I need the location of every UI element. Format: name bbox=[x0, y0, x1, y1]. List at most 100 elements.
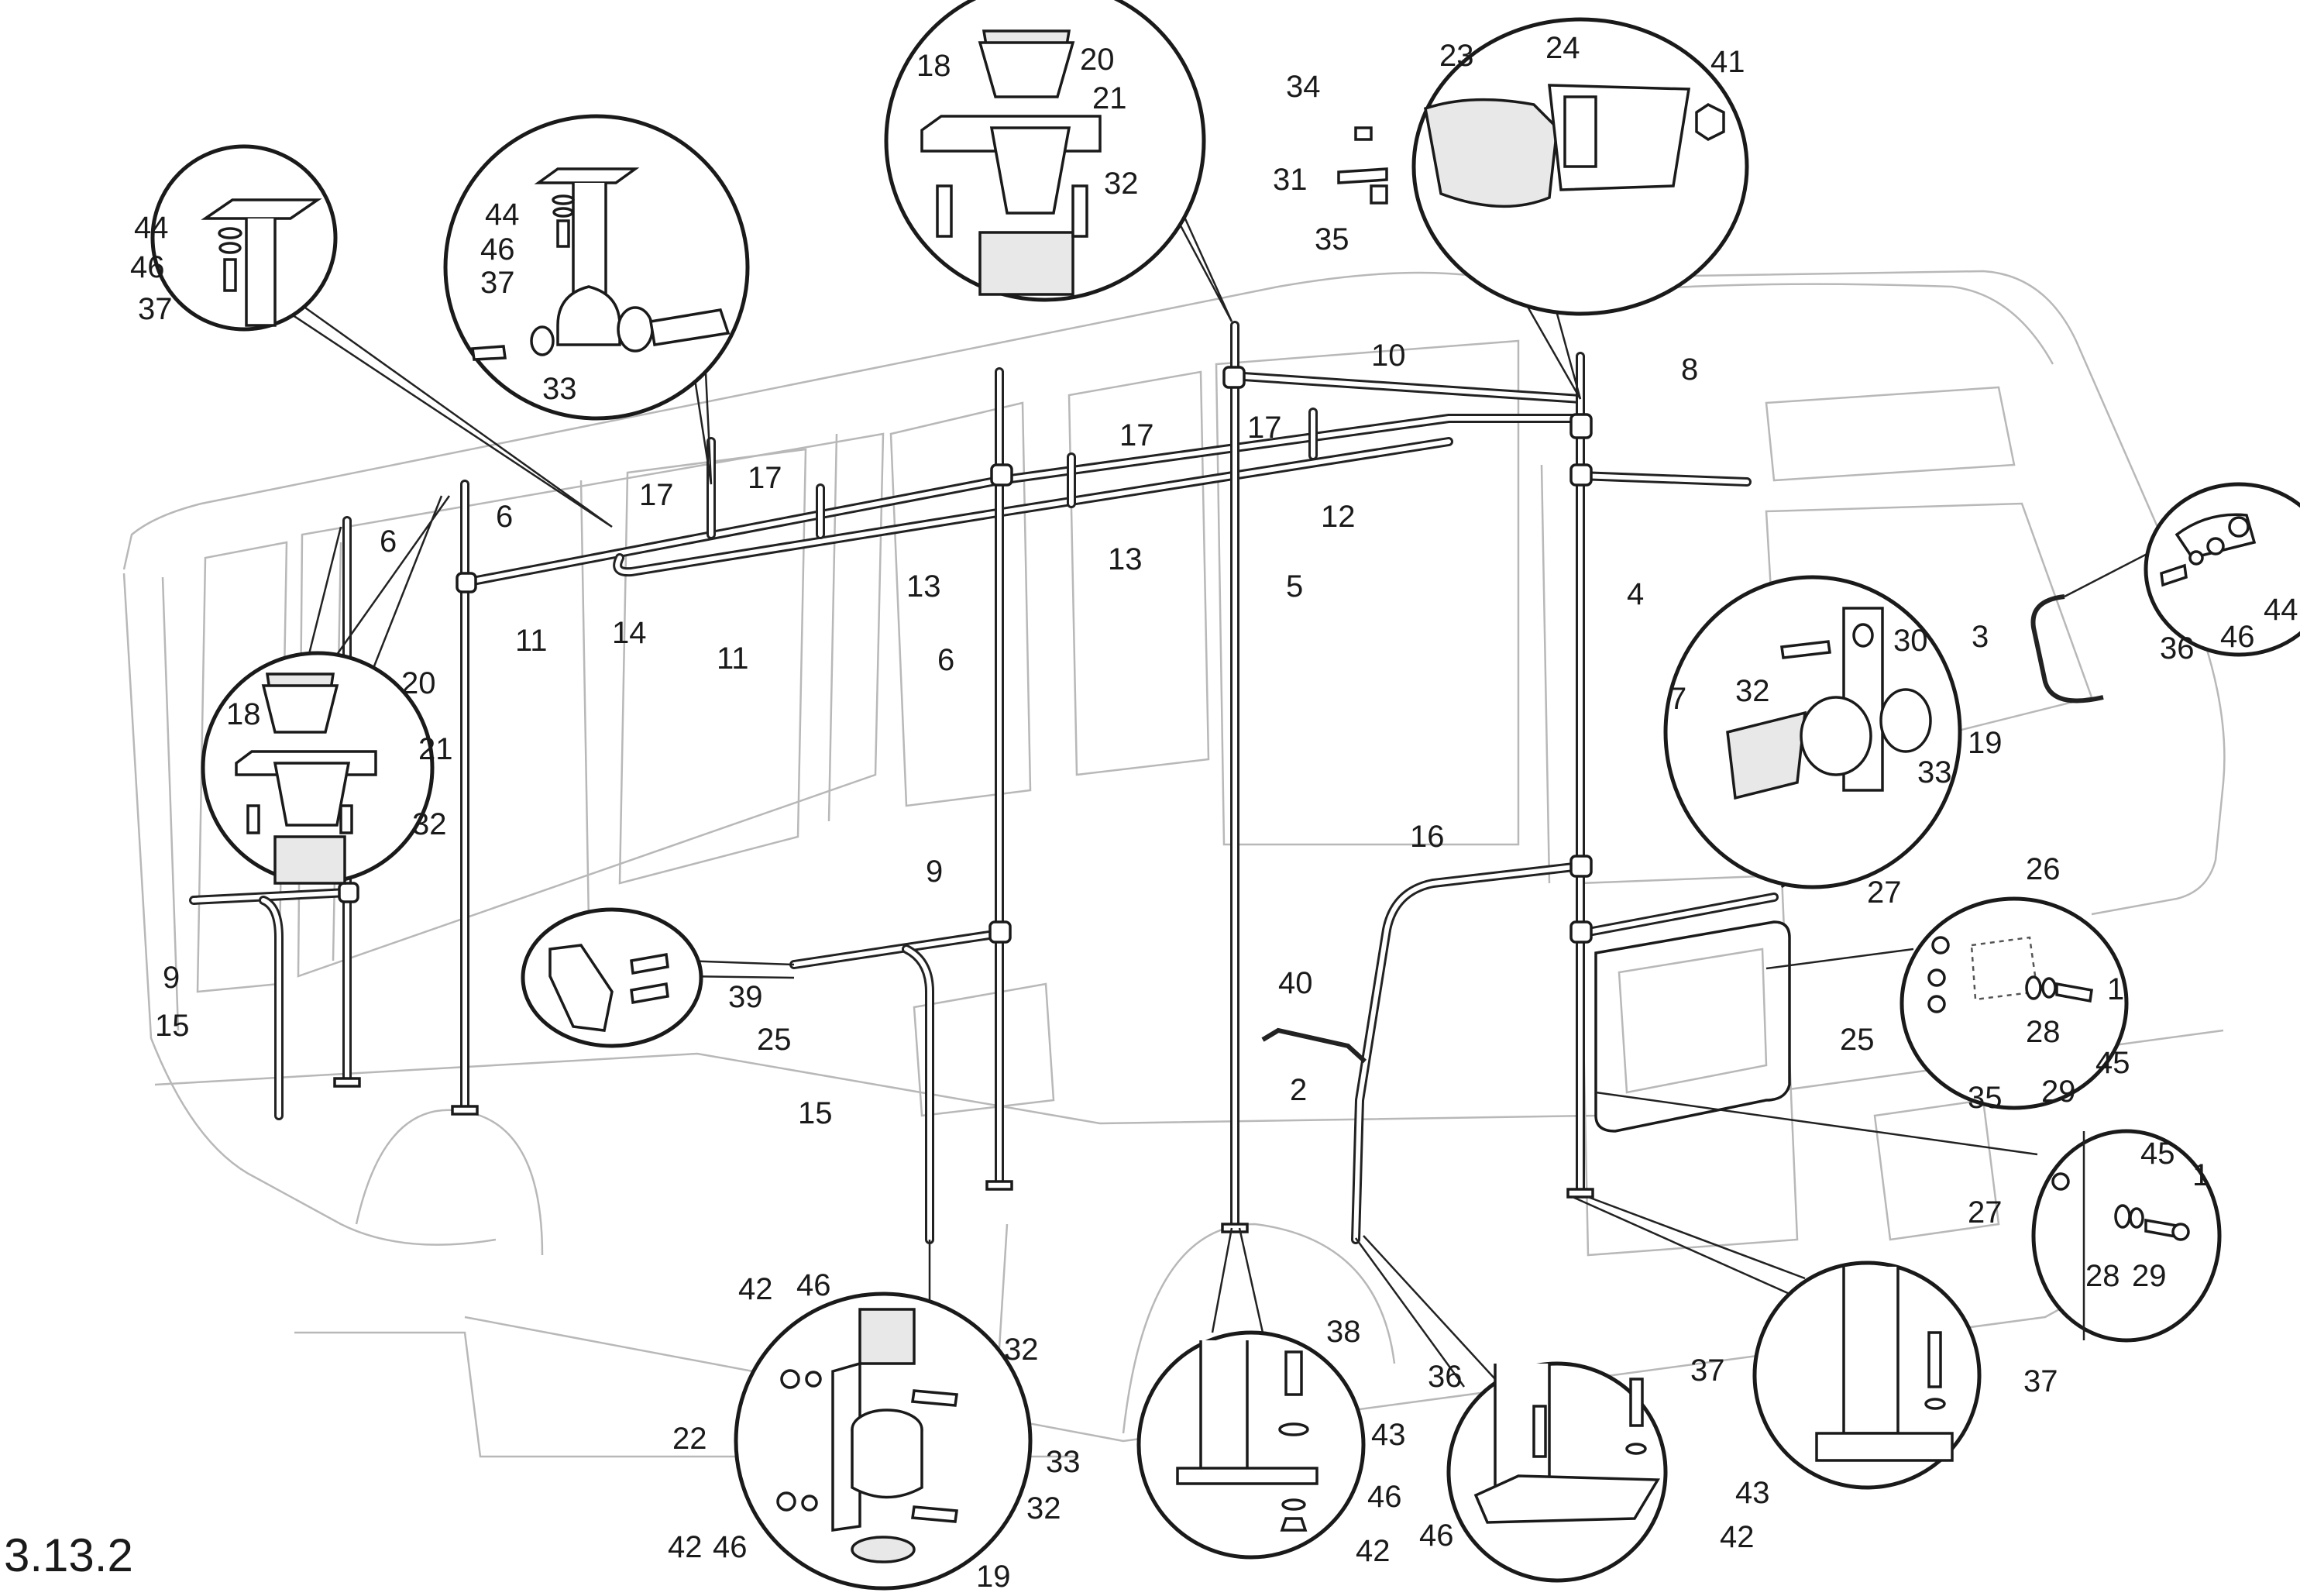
label-4: 4 bbox=[1627, 577, 1644, 611]
label-15: 15 bbox=[798, 1096, 833, 1130]
detail-bubble-floor-base-middle bbox=[1446, 1361, 1668, 1583]
label-34: 34 bbox=[1286, 70, 1321, 104]
label-21: 21 bbox=[418, 732, 453, 766]
label-46: 46 bbox=[713, 1530, 748, 1564]
label-17: 17 bbox=[748, 461, 782, 495]
detail-bubble-post-flange bbox=[150, 144, 338, 332]
label-36: 36 bbox=[1428, 1360, 1463, 1394]
label-23: 23 bbox=[1439, 39, 1474, 73]
label-42: 42 bbox=[1356, 1534, 1391, 1568]
label-40: 40 bbox=[1278, 966, 1313, 1000]
label-44: 44 bbox=[2264, 593, 2298, 627]
label-37: 37 bbox=[2023, 1364, 2058, 1398]
detail-bubble-floor-flange bbox=[201, 651, 435, 885]
label-1: 1 bbox=[2192, 1158, 2209, 1192]
label-35: 35 bbox=[1968, 1081, 2003, 1115]
label-18: 18 bbox=[226, 697, 261, 731]
label-17: 17 bbox=[1119, 418, 1154, 452]
label-41: 41 bbox=[1710, 45, 1745, 79]
label-19: 19 bbox=[976, 1560, 1011, 1594]
label-44: 44 bbox=[485, 198, 520, 232]
label-16: 16 bbox=[1410, 820, 1445, 854]
label-46: 46 bbox=[130, 250, 165, 284]
label-35: 35 bbox=[1315, 222, 1349, 256]
label-6: 6 bbox=[380, 525, 397, 559]
label-32: 32 bbox=[412, 807, 447, 841]
label-42: 42 bbox=[668, 1530, 703, 1564]
label-46: 46 bbox=[796, 1268, 831, 1302]
label-18: 18 bbox=[916, 49, 951, 83]
label-7: 7 bbox=[1669, 682, 1686, 716]
label-46: 46 bbox=[2220, 620, 2255, 654]
label-3: 3 bbox=[1972, 620, 1989, 654]
leader-lines bbox=[278, 146, 2185, 1388]
label-13: 13 bbox=[1108, 542, 1143, 576]
label-20: 20 bbox=[1080, 43, 1115, 77]
label-20: 20 bbox=[401, 666, 436, 700]
label-46: 46 bbox=[1419, 1519, 1454, 1553]
label-32: 32 bbox=[1026, 1491, 1061, 1525]
label-33: 33 bbox=[542, 372, 577, 406]
label-45: 45 bbox=[2095, 1046, 2130, 1080]
label-33: 33 bbox=[1917, 755, 1952, 789]
label-21: 21 bbox=[1092, 81, 1127, 115]
label-22: 22 bbox=[672, 1422, 707, 1456]
label-30: 30 bbox=[1893, 624, 1928, 658]
label-46: 46 bbox=[1367, 1480, 1402, 1514]
label-44: 44 bbox=[134, 211, 169, 245]
label-24: 24 bbox=[1545, 31, 1580, 65]
label-11: 11 bbox=[515, 624, 548, 658]
label-46: 46 bbox=[480, 232, 515, 267]
detail-bubble-roof-clamp bbox=[1337, 17, 1749, 316]
detail-bubble-end-bracket bbox=[521, 907, 703, 1048]
label-38: 38 bbox=[1326, 1315, 1361, 1349]
label-32: 32 bbox=[1735, 674, 1770, 708]
detail-bubble-wall-bracket bbox=[1663, 575, 1962, 889]
label-25: 25 bbox=[757, 1023, 792, 1057]
label-17: 17 bbox=[1247, 411, 1282, 445]
detail-bubble-panel-fixing bbox=[1899, 896, 2129, 1110]
label-14: 14 bbox=[612, 616, 647, 650]
label-11: 11 bbox=[717, 641, 749, 676]
detail-bubble-tee-joint bbox=[443, 114, 750, 421]
label-27: 27 bbox=[1968, 1195, 2003, 1230]
detail-bubble-floor-base-left bbox=[1136, 1330, 1366, 1560]
label-9: 9 bbox=[926, 855, 943, 889]
label-1: 1 bbox=[2107, 972, 2124, 1006]
label-28: 28 bbox=[2085, 1259, 2120, 1293]
handrail-system bbox=[189, 321, 2104, 1244]
label-19: 19 bbox=[1968, 726, 2003, 760]
label-36: 36 bbox=[2160, 631, 2195, 666]
label-45: 45 bbox=[2140, 1137, 2175, 1171]
detail-bubble-pipe-clamp bbox=[734, 1292, 1033, 1591]
figure-reference: 3.13.2 bbox=[4, 1529, 133, 1581]
callout-labels: 1 1 2 3 4 5 6 6 6 7 8 9 9 10 11 11 12 13… bbox=[130, 31, 2298, 1594]
detail-bubble-handle-mount bbox=[2144, 482, 2300, 657]
label-5: 5 bbox=[1286, 569, 1303, 604]
label-2: 2 bbox=[1290, 1073, 1307, 1107]
vehicle-outline bbox=[122, 270, 2226, 1473]
label-6: 6 bbox=[496, 500, 513, 534]
label-25: 25 bbox=[1840, 1023, 1875, 1057]
label-27: 27 bbox=[1867, 875, 1902, 910]
label-43: 43 bbox=[1371, 1418, 1406, 1452]
label-13: 13 bbox=[906, 569, 941, 604]
label-37: 37 bbox=[1690, 1354, 1725, 1388]
detail-bubble-ceiling-flange bbox=[884, 0, 1206, 302]
label-12: 12 bbox=[1321, 500, 1356, 534]
label-29: 29 bbox=[2132, 1259, 2167, 1293]
detail-bubble-floor-base-right bbox=[1752, 1261, 1982, 1490]
label-28: 28 bbox=[2026, 1015, 2061, 1049]
label-32: 32 bbox=[1104, 167, 1139, 201]
label-32: 32 bbox=[1004, 1333, 1039, 1367]
label-26: 26 bbox=[2026, 852, 2061, 886]
detail-bubble-lower-panel-fixing bbox=[2031, 1129, 2222, 1343]
label-42: 42 bbox=[1720, 1520, 1755, 1554]
label-6: 6 bbox=[937, 643, 954, 677]
label-39: 39 bbox=[728, 980, 763, 1014]
label-43: 43 bbox=[1735, 1476, 1770, 1510]
label-42: 42 bbox=[738, 1272, 773, 1306]
label-15: 15 bbox=[155, 1009, 190, 1043]
label-37: 37 bbox=[138, 292, 173, 326]
